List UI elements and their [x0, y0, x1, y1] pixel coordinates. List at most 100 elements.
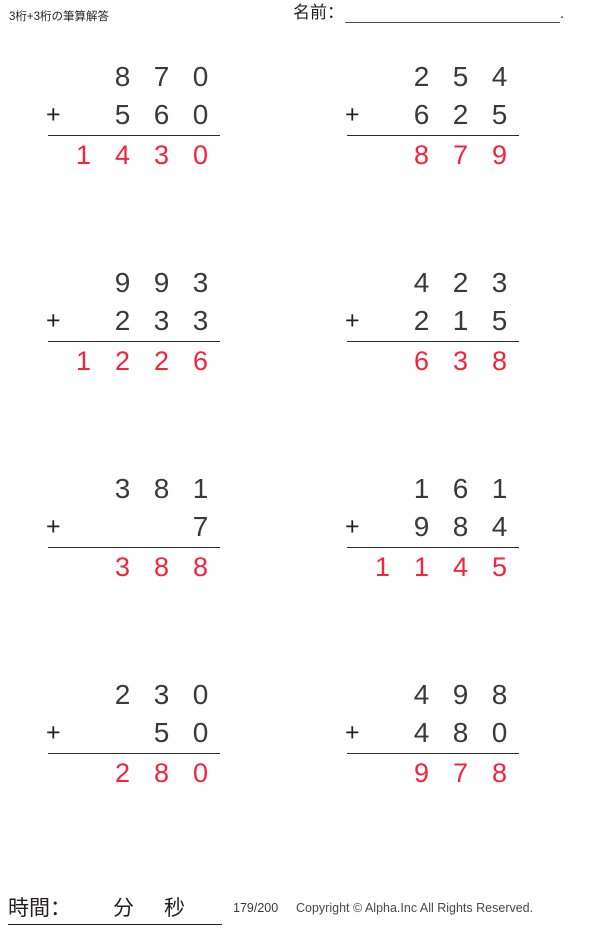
plus-operator-icon: + — [46, 512, 61, 541]
page-counter: 179/200 — [233, 901, 279, 915]
problem-row: 8 7 0 + 5 6 0 1 4 3 0 — [0, 52, 600, 258]
addend2-digit-hundreds: 9 — [413, 511, 430, 542]
addend2-digit-ones: 5 — [491, 305, 508, 336]
answer-line: 2 8 0 — [40, 754, 220, 791]
addend2-digit-tens: 8 — [452, 717, 469, 748]
problem-cell: 9 9 3 + 2 3 3 1 2 2 6 — [0, 258, 300, 464]
problem-row: 9 9 3 + 2 3 3 1 2 2 6 — [0, 258, 600, 464]
answer-digit-hundreds: 1 — [413, 552, 430, 582]
addend2-digit-tens: 8 — [452, 511, 469, 542]
addition-problem-8: 4 9 8 + 4 8 0 9 7 8 — [339, 676, 519, 791]
addend2-digit-ones: 5 — [491, 99, 508, 130]
problem-row: 2 3 0 + 5 0 2 8 0 — [0, 670, 600, 876]
problem-cell: 4 9 8 + 4 8 0 9 7 8 — [300, 670, 600, 876]
addend1-digit-ones: 3 — [192, 267, 209, 298]
problem-cell: 2 3 0 + 5 0 2 8 0 — [0, 670, 300, 876]
addend1-line: 4 2 3 — [339, 264, 519, 302]
sum-rule — [347, 135, 519, 136]
name-label: 名前： — [293, 3, 344, 22]
addend2-digit-hundreds: 5 — [114, 99, 131, 130]
addend2-digit-tens: 5 — [153, 717, 170, 748]
answer-line: 1 2 2 6 — [40, 342, 220, 379]
addend1-digit-tens: 5 — [452, 61, 469, 92]
addend2-digit-ones: 7 — [192, 511, 209, 542]
worksheet-footer: 時間： 分 秒 179/200 Copyright © Alpha.Inc Al… — [0, 890, 600, 938]
addend1-digit-hundreds: 2 — [413, 61, 430, 92]
addend1-digit-ones: 0 — [192, 679, 209, 710]
answer-line: 3 8 8 — [40, 548, 220, 585]
addend1-line: 2 5 4 — [339, 58, 519, 96]
sum-rule — [48, 547, 220, 548]
addend1-digit-ones: 8 — [491, 679, 508, 710]
addend2-digit-ones: 0 — [192, 99, 209, 130]
answer-digit-tens: 8 — [153, 552, 170, 582]
answer-digit-ones: 5 — [491, 552, 508, 582]
addend2-digit-ones: 0 — [192, 717, 209, 748]
problem-cell: 8 7 0 + 5 6 0 1 4 3 0 — [0, 52, 300, 258]
plus-operator-icon: + — [345, 100, 360, 129]
sum-rule — [347, 341, 519, 342]
addend2-digit-hundreds: 2 — [413, 305, 430, 336]
answer-line: 1 1 4 5 — [339, 548, 519, 585]
addition-problem-4: 4 2 3 + 2 1 5 6 3 8 — [339, 264, 519, 379]
addend1-line: 9 9 3 — [40, 264, 220, 302]
sum-rule — [48, 341, 220, 342]
plus-operator-icon: + — [345, 718, 360, 747]
plus-operator-icon: + — [345, 306, 360, 335]
answer-digit-hundreds: 2 — [114, 346, 131, 376]
answer-digit-tens: 7 — [452, 758, 469, 788]
addend1-digit-hundreds: 8 — [114, 61, 131, 92]
addend1-digit-ones: 0 — [192, 61, 209, 92]
addend2-digit-hundreds: 6 — [413, 99, 430, 130]
addend2-digit-tens: 3 — [153, 305, 170, 336]
answer-digit-tens: 3 — [452, 346, 469, 376]
answer-line: 1 4 3 0 — [40, 136, 220, 173]
addend2-line: + 5 0 — [40, 714, 220, 752]
answer-digit-hundreds: 6 — [413, 346, 430, 376]
addend1-line: 8 7 0 — [40, 58, 220, 96]
answer-digit-hundreds: 2 — [114, 758, 131, 788]
addend2-line: + 2 1 5 — [339, 302, 519, 340]
addend1-digit-ones: 3 — [491, 267, 508, 298]
problem-cell: 2 5 4 + 6 2 5 8 7 9 — [300, 52, 600, 258]
sum-rule — [347, 547, 519, 548]
answer-digit-ones: 0 — [192, 758, 209, 788]
answer-digit-thousands: 1 — [75, 346, 92, 376]
addend1-line: 1 6 1 — [339, 470, 519, 508]
answer-line: 9 7 8 — [339, 754, 519, 791]
answer-digit-ones: 9 — [491, 140, 508, 170]
plus-operator-icon: + — [46, 100, 61, 129]
addend1-digit-tens: 9 — [452, 679, 469, 710]
sum-rule — [347, 753, 519, 754]
answer-digit-tens: 4 — [452, 552, 469, 582]
name-field-group: 名前： . — [293, 4, 564, 23]
addend2-line: + 5 6 0 — [40, 96, 220, 134]
addition-problem-2: 2 5 4 + 6 2 5 8 7 9 — [339, 58, 519, 173]
addend1-digit-tens: 2 — [452, 267, 469, 298]
name-input-rule[interactable] — [345, 4, 560, 23]
answer-digit-thousands: 1 — [75, 140, 92, 170]
addend1-digit-ones: 1 — [192, 473, 209, 504]
addend1-digit-ones: 1 — [491, 473, 508, 504]
sum-rule — [48, 753, 220, 754]
addend2-digit-ones: 4 — [491, 511, 508, 542]
answer-digit-ones: 8 — [192, 552, 209, 582]
addition-problem-5: 3 8 1 + 7 3 8 8 — [40, 470, 220, 585]
answer-line: 6 3 8 — [339, 342, 519, 379]
addend1-digit-hundreds: 9 — [114, 267, 131, 298]
problem-cell: 1 6 1 + 9 8 4 1 1 4 5 — [300, 464, 600, 670]
addend1-digit-ones: 4 — [491, 61, 508, 92]
answer-digit-tens: 8 — [153, 758, 170, 788]
addend1-line: 2 3 0 — [40, 676, 220, 714]
plus-operator-icon: + — [345, 512, 360, 541]
addition-problem-7: 2 3 0 + 5 0 2 8 0 — [40, 676, 220, 791]
answer-digit-hundreds: 9 — [413, 758, 430, 788]
page-title: 3桁+3桁の筆算解答 — [9, 11, 110, 23]
problem-cell: 4 2 3 + 2 1 5 6 3 8 — [300, 258, 600, 464]
addend2-digit-tens: 1 — [452, 305, 469, 336]
addend2-digit-tens: 6 — [153, 99, 170, 130]
addend1-digit-tens: 7 — [153, 61, 170, 92]
addend2-line: + 2 3 3 — [40, 302, 220, 340]
answer-digit-tens: 2 — [153, 346, 170, 376]
addend1-digit-tens: 9 — [153, 267, 170, 298]
